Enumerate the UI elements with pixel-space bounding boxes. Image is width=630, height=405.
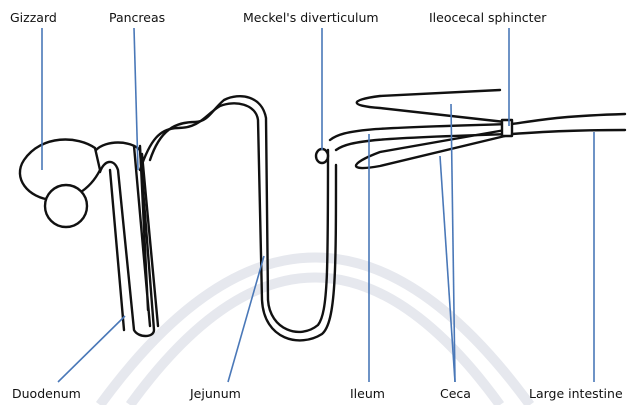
label-large-intestine: Large intestine [529, 386, 623, 401]
label-meckels-diverticulum: Meckel's diverticulum [243, 10, 379, 25]
label-ileum: Ileum [350, 386, 385, 401]
label-gizzard: Gizzard [10, 10, 57, 25]
label-ceca: Ceca [440, 386, 471, 401]
large-intestine-tube [512, 114, 625, 134]
meckels-diverticulum-shape [316, 149, 328, 163]
gizzard-shape [20, 139, 100, 227]
leader-duodenum [58, 316, 125, 382]
label-jejunum: Jejunum [189, 386, 241, 401]
label-ileocecal-sphincter: Ileocecal sphincter [429, 10, 547, 25]
label-pancreas: Pancreas [109, 10, 165, 25]
label-duodenum: Duodenum [12, 386, 81, 401]
watermark [100, 258, 530, 405]
ileocecal-sphincter-shape [502, 120, 512, 136]
